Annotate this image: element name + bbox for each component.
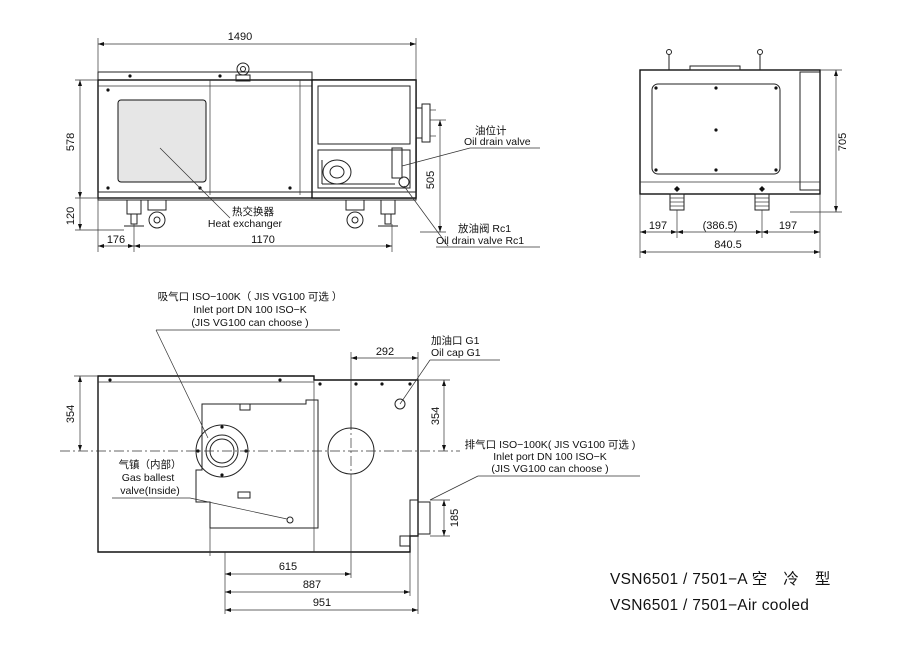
dim-505: 505 [425, 171, 437, 189]
oil-cap [394, 398, 406, 410]
heat-exchanger-panel [117, 99, 207, 183]
dim-705: 705 [837, 133, 849, 151]
dim-840-5: 840.5 [714, 239, 742, 251]
dim-354-right: 354 [430, 407, 442, 425]
lifting-eye [236, 62, 250, 76]
label-heat-exchanger-en: Heat exchanger [208, 218, 283, 230]
label-oil-level-cn: 油位计 [475, 124, 507, 137]
label-drain-cn: 放油阀 Rc1 [458, 222, 511, 235]
label-oil-level-en: Oil drain valve [464, 136, 531, 148]
label-inlet-note: (JIS VG100 can choose ) [191, 317, 308, 329]
model-title-en: VSN6501 / 7501−Air cooled [610, 597, 809, 614]
dim-951: 951 [313, 597, 331, 609]
side-body [639, 69, 821, 195]
label-gas-cn: 气镇（内部） [119, 458, 182, 471]
dim-176: 176 [107, 234, 125, 246]
dim-197-right: 197 [779, 220, 797, 232]
label-exhaust-note: (JIS VG100 can choose ) [491, 463, 608, 475]
label-exhaust-cn: 排气口 ISO−100K( JIS VG100 可选 ) [465, 438, 636, 451]
label-inlet-en: Inlet port DN 100 ISO−K [193, 304, 307, 316]
label-gas-en2: valve(Inside) [120, 485, 180, 497]
dim-578: 578 [65, 133, 77, 151]
dim-887: 887 [303, 579, 321, 591]
dim-354-left: 354 [65, 405, 77, 423]
label-drain-en: Oil drain valve Rc1 [436, 235, 524, 247]
dim-1490: 1490 [228, 31, 252, 43]
label-gas-en1: Gas ballest [122, 472, 175, 484]
dim-292: 292 [376, 346, 394, 358]
label-inlet-cn: 吸气口 ISO−100K（ JIS VG100 可选 ） [158, 290, 343, 303]
dim-120: 120 [65, 207, 77, 225]
oil-drain-valve [398, 176, 410, 188]
oil-level-gauge [391, 147, 403, 179]
dim-615: 615 [279, 561, 297, 573]
label-heat-exchanger-cn: 热交换器 [232, 205, 274, 218]
label-exhaust-en: Inlet port DN 100 ISO−K [493, 451, 607, 463]
front-view: 1490 578 120 176 1170 505 热交换器 H [65, 31, 540, 252]
dim-185: 185 [449, 509, 461, 527]
model-title-cn: VSN6501 / 7501−A 空 冷 型 [610, 570, 831, 588]
gas-ballast-valve [286, 516, 294, 524]
dim-197-left: 197 [649, 220, 667, 232]
dim-386-5: (386.5) [703, 220, 738, 232]
dim-1170: 1170 [251, 234, 275, 246]
side-view: 705 197 (386.5) 197 840.5 [639, 49, 849, 258]
label-oilcap-cn: 加油口 G1 [431, 334, 480, 347]
label-oilcap-en: Oil cap G1 [431, 347, 481, 359]
top-view: 354 354 292 185 615 887 [60, 290, 640, 614]
